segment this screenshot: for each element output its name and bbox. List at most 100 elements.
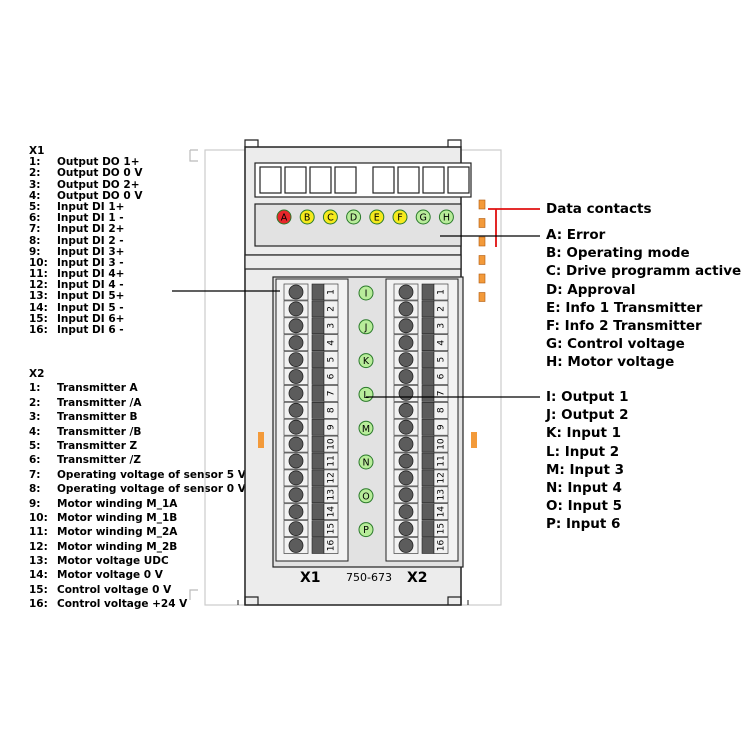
x1-pin-row: 16:Input DI 6 - (29, 324, 124, 336)
x1-pin-label: Input DI 1+ (57, 200, 125, 213)
status-led-letter: E (374, 213, 380, 224)
terminal-number: 11 (327, 455, 337, 466)
x2-terminal[interactable]: 16 (393, 537, 449, 554)
x1-terminal[interactable]: 15 (283, 520, 339, 537)
terminal-number: 3 (327, 323, 337, 329)
x2-pin-label: Control voltage +24 V (57, 598, 188, 611)
x2-terminal[interactable]: 6 (393, 368, 449, 385)
io-led-letter: L (363, 390, 369, 401)
x1-terminal[interactable]: 10 (283, 435, 339, 453)
io-led-p: P (358, 522, 374, 538)
x1-pin-number: 8: (29, 234, 41, 247)
x2-terminal[interactable]: 11 (393, 452, 449, 470)
x2-pin-row: 7:Operating voltage of sensor 5 V (29, 468, 246, 482)
x1-pin-row: 4:Output DO 0 V (29, 190, 142, 202)
x2-terminal[interactable]: 1 (393, 283, 449, 301)
x1-pin-row: 9:Input DI 3+ (29, 246, 124, 258)
status-leds-legend-g: G: Control voltage (546, 336, 685, 353)
status-led-letter: H (443, 213, 450, 224)
data-contacts-label: Data contacts (546, 201, 652, 217)
x2-pin-row: 13:Motor voltage UDC (29, 554, 169, 568)
x2-terminal[interactable]: 3 (393, 317, 449, 335)
terminal-number: 12 (437, 472, 447, 483)
connector-slot (334, 166, 357, 194)
x2-terminal[interactable]: 8 (393, 401, 449, 419)
x1-pin-number: 16: (29, 324, 48, 336)
x1-terminal[interactable]: 1 (283, 283, 339, 301)
x2-pin-label: Motor voltage UDC (57, 555, 169, 568)
terminal-number: 1 (437, 289, 447, 295)
left-side-tab (258, 432, 264, 448)
terminal-number: 6 (327, 373, 337, 379)
x2-terminal[interactable]: 2 (393, 300, 449, 318)
x1-terminal[interactable]: 8 (283, 401, 339, 419)
x1-terminal[interactable]: 6 (283, 368, 339, 385)
x1-pin-number: 13: (29, 290, 48, 303)
x2-terminal[interactable]: 5 (393, 351, 449, 368)
x1-terminal[interactable]: 11 (283, 452, 339, 470)
status-leds-legend-e: E: Info 1 Transmitter (546, 299, 703, 316)
x2-pin-row: 16:Control voltage +24 V (29, 597, 187, 611)
x2-pin-label: Transmitter B (57, 411, 138, 424)
x2-pin-number: 8: (29, 483, 41, 496)
x1-pin-row: 7:Input DI 2+ (29, 224, 124, 235)
io-led-letter: N (362, 458, 369, 469)
x2-terminal[interactable]: 14 (393, 503, 449, 521)
x2-terminal[interactable]: 13 (393, 486, 449, 504)
x1-pin-number: 12: (29, 279, 48, 292)
x1-pin-number: 11: (29, 268, 48, 281)
x1-pin-label: Input DI 6+ (57, 312, 125, 325)
x1-pin-label: Input DI 3 - (57, 256, 124, 269)
x2-terminal[interactable]: 15 (393, 520, 449, 537)
terminal-number: 3 (437, 323, 447, 329)
status-leds-legend-a: A: Error (546, 227, 606, 243)
x1-pin-row: 12: Input DI 4 - (29, 280, 124, 291)
x1-terminal[interactable]: 13 (283, 486, 339, 504)
x1-terminal[interactable]: 9 (283, 418, 339, 436)
x2-pin-number: 15: (29, 583, 48, 596)
x2-pin-row: 10:Motor winding M_1B (29, 511, 177, 525)
io-leds-legend-p: P: Input 6 (546, 516, 621, 533)
x1-pin-label: Input DI 4 - (57, 279, 124, 292)
io-leds-legend-l: L: Input 2 (546, 443, 620, 460)
x1-terminal[interactable]: 4 (283, 334, 339, 352)
x1-pin-label: Input DI 5 - (57, 301, 124, 314)
x2-pin-row: 9:Motor winding M_1A (29, 497, 177, 511)
connector-slot (284, 166, 307, 194)
x1-pin-row: 6:Input DI 1 - (29, 212, 124, 224)
status-led-f: F (392, 209, 408, 225)
terminal-number: 8 (327, 407, 337, 413)
x1-pin-number: 2: (29, 167, 41, 180)
x2-terminal[interactable]: 10 (393, 435, 449, 453)
x1-terminal[interactable]: 2 (283, 300, 339, 318)
terminal-number: 9 (437, 424, 447, 430)
x1-terminal[interactable]: 7 (283, 385, 339, 402)
x1-pin-label: Input DI 1 - (57, 212, 124, 225)
x2-pin-label: Motor voltage 0 V (57, 569, 163, 582)
x2-pin-row: 12:Motor winding M_2B (29, 540, 177, 554)
x2-pin-label: Transmitter /Z (57, 454, 141, 467)
status-led-b: B (299, 209, 315, 225)
x1-terminal[interactable]: 3 (283, 317, 339, 335)
x1-terminal[interactable]: 16 (283, 537, 339, 554)
io-led-i: I (358, 285, 374, 301)
x1-pin-label: Output DO 2+ (57, 178, 140, 191)
x1-terminal[interactable]: 12 (283, 469, 339, 487)
x2-terminal[interactable]: 12 (393, 469, 449, 487)
x1-pin-label: Input DI 4+ (57, 268, 125, 281)
status-led-letter: C (327, 213, 334, 224)
x1-pin-row: 11: Input DI 4+ (29, 268, 124, 280)
x2-terminal[interactable]: 9 (393, 418, 449, 436)
status-leds-legend-c: C: Drive programm active (546, 263, 742, 280)
x1-terminal[interactable]: 5 (283, 351, 339, 368)
terminal-number: 13 (437, 489, 447, 500)
x2-pin-number: 1: (29, 382, 41, 395)
x1-terminal[interactable]: 14 (283, 503, 339, 521)
connector-slot (397, 166, 420, 194)
x2-pin-label: Operating voltage of sensor 0 V (57, 483, 246, 496)
x2-terminal[interactable]: 4 (393, 334, 449, 352)
status-led-letter: G (420, 213, 427, 224)
x2-pin-number: 10: (29, 511, 48, 524)
x1-pin-number: 5: (29, 200, 41, 213)
